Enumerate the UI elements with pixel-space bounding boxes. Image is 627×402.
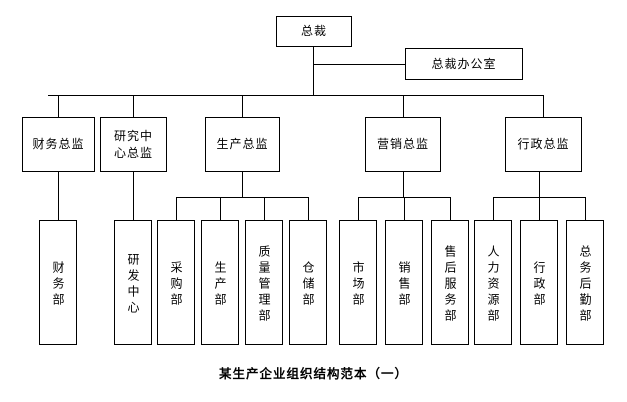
- node-dept-sales[interactable]: 销售部: [385, 220, 423, 345]
- connector-drop-administration: [539, 197, 540, 220]
- connector-drop-general-affairs: [585, 197, 586, 220]
- connector-drop-purchasing: [176, 197, 177, 220]
- connector-director-bus: [48, 95, 544, 96]
- node-dept-after-sales-service[interactable]: 售后服务部: [431, 220, 469, 345]
- node-president[interactable]: 总裁: [276, 16, 352, 47]
- connector-admin-trunk: [539, 172, 540, 198]
- node-research-director[interactable]: 研究中 心总监: [100, 117, 167, 172]
- node-dept-market[interactable]: 市场部: [339, 220, 377, 345]
- connector-drop-admin-director: [543, 95, 544, 117]
- connector-drop-quality: [264, 197, 265, 220]
- node-finance-director[interactable]: 财务总监: [22, 117, 95, 172]
- connector-marketing-trunk: [403, 172, 404, 198]
- node-dept-quality-management[interactable]: 质量管理部: [245, 220, 283, 345]
- node-dept-human-resources[interactable]: 人力资源部: [474, 220, 512, 345]
- node-dept-manufacturing[interactable]: 生产部: [201, 220, 239, 345]
- connector-president-office: [313, 64, 405, 65]
- connector-drop-research-director: [133, 95, 134, 117]
- node-dept-general-affairs[interactable]: 总务后勤部: [566, 220, 604, 345]
- chart-caption: 某生产企业组织结构范本（一）: [218, 367, 408, 381]
- connector-drop-manufacturing: [220, 197, 221, 220]
- connector-drop-market: [358, 197, 359, 220]
- connector-drop-aftersales: [450, 197, 451, 220]
- node-production-director[interactable]: 生产总监: [205, 117, 280, 172]
- node-marketing-director[interactable]: 营销总监: [365, 117, 441, 172]
- node-dept-finance[interactable]: 财务部: [39, 220, 77, 345]
- node-admin-director[interactable]: 行政总监: [505, 117, 582, 172]
- node-dept-rnd-center[interactable]: 研发中心: [114, 220, 152, 345]
- connector-drop-warehouse: [308, 197, 309, 220]
- connector-drop-hr: [493, 197, 494, 220]
- connector-production-trunk: [242, 172, 243, 198]
- node-president-office[interactable]: 总裁办公室: [405, 48, 523, 80]
- connector-finance-to-dept: [58, 172, 59, 220]
- connector-drop-production-director: [242, 95, 243, 117]
- connector-production-bus: [176, 197, 309, 198]
- node-dept-purchasing[interactable]: 采购部: [157, 220, 195, 345]
- connector-drop-marketing-director: [403, 95, 404, 117]
- connector-research-to-dept: [133, 172, 134, 220]
- connector-drop-finance-director: [58, 95, 59, 117]
- node-dept-administration[interactable]: 行政部: [520, 220, 558, 345]
- node-dept-warehouse[interactable]: 仓储部: [289, 220, 327, 345]
- connector-drop-sales: [404, 197, 405, 220]
- connector-president-trunk: [313, 47, 314, 96]
